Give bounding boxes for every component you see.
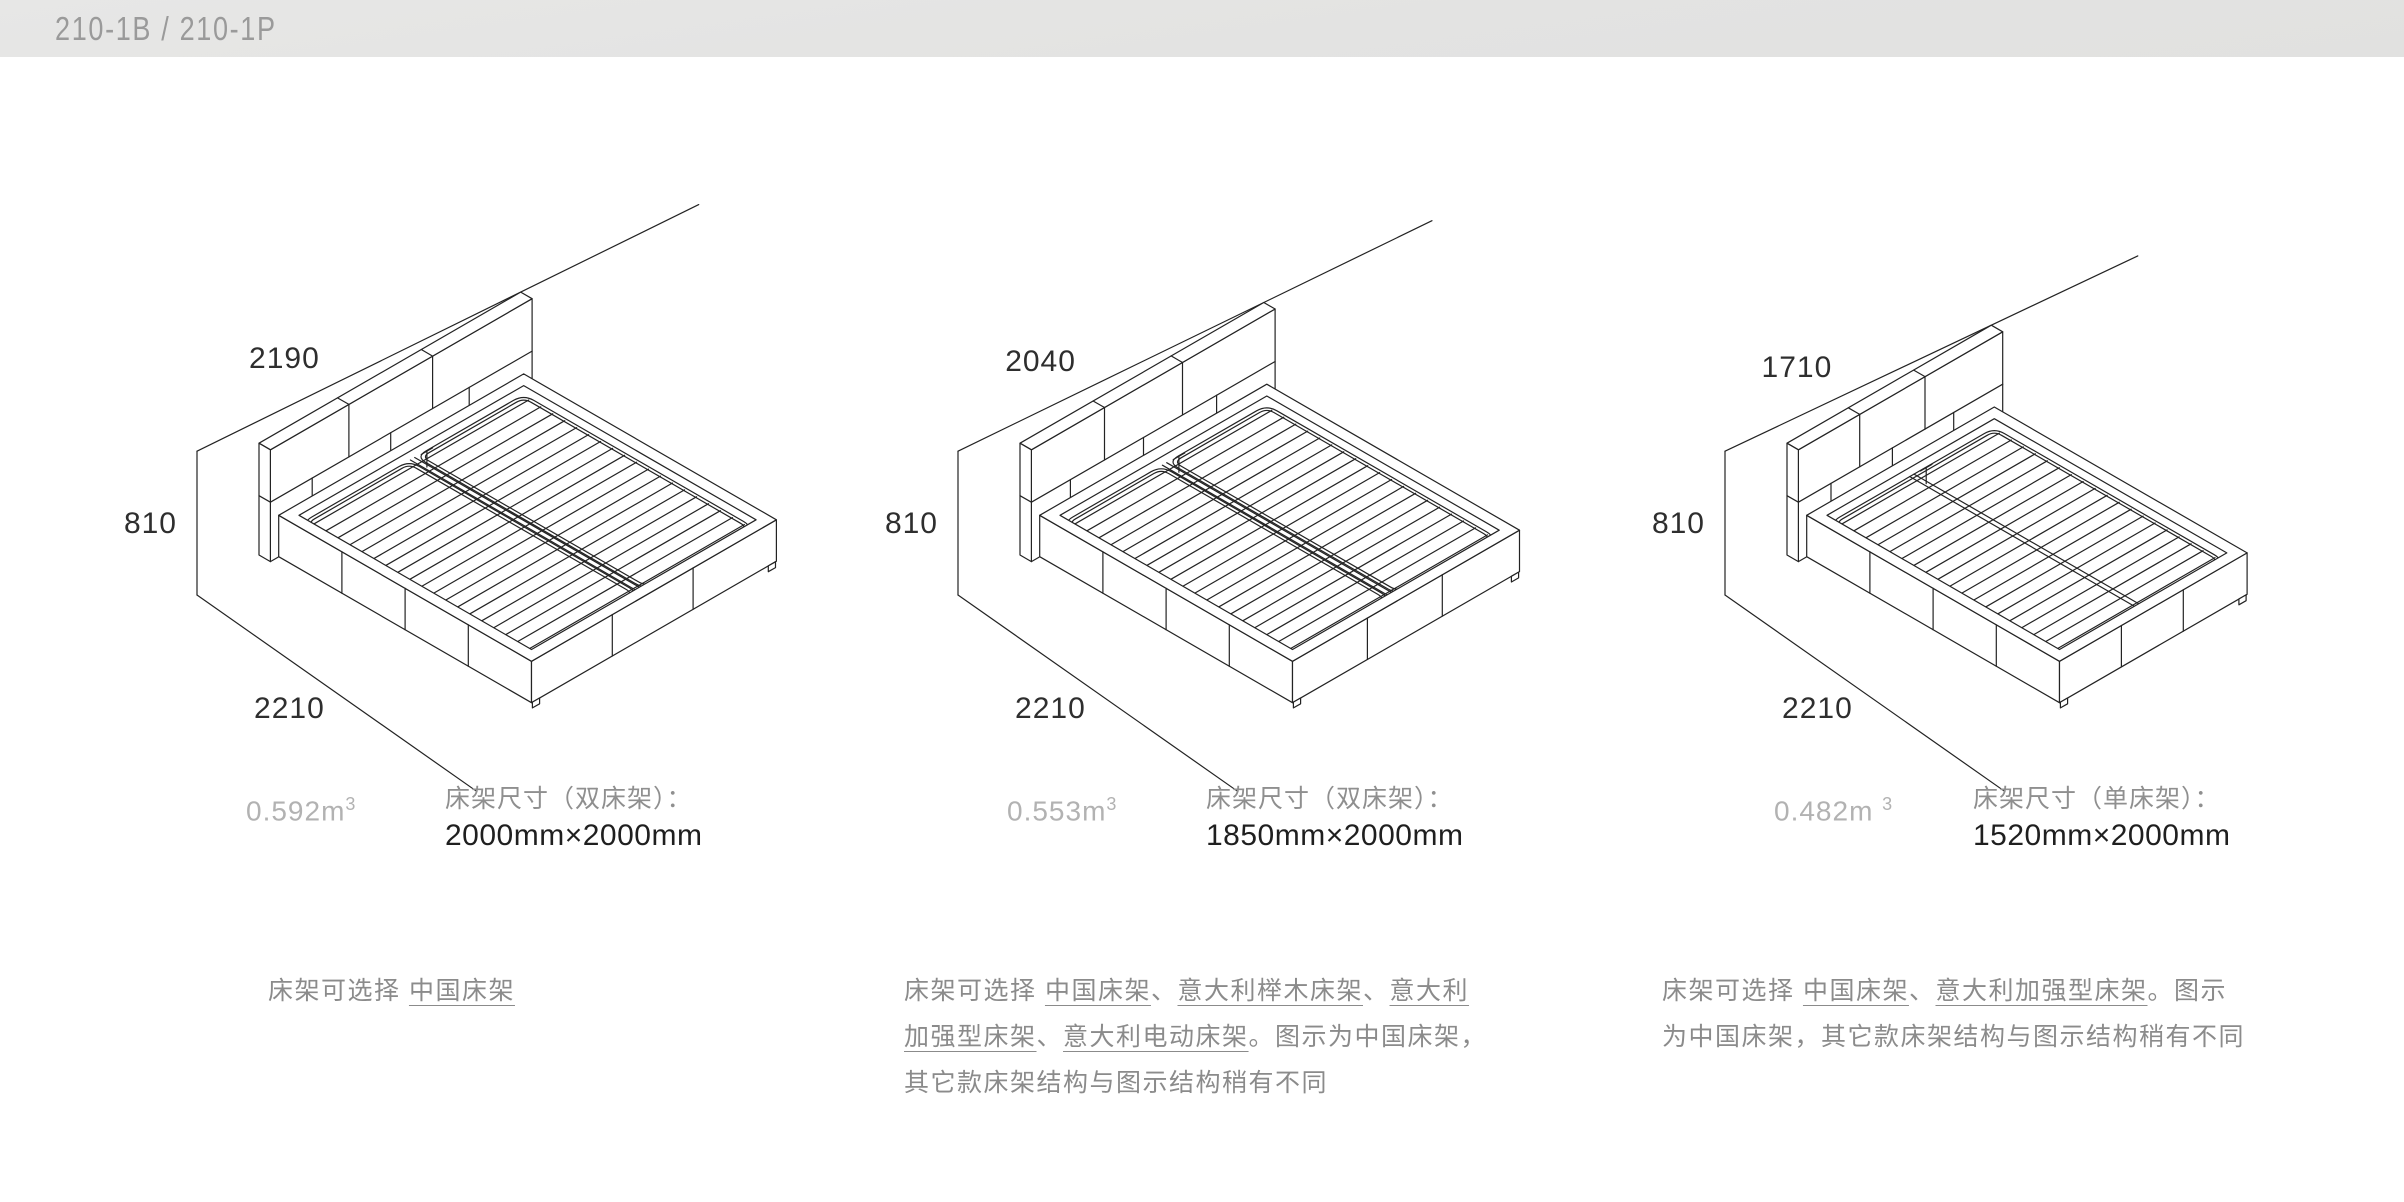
spec-size: 2000mm×2000mm [445,819,703,852]
dimension-lines: 2040 810 2210 [885,220,1433,793]
bed-drawing-2: 2040 810 2210 [885,220,1521,793]
bed-drawing-3: 1710 810 2210 [1652,255,2248,793]
volume-exponent: 3 [345,794,357,814]
frame-option-link: 加强型床架 [904,1023,1037,1051]
note-text: 。图示为中国床架， [1248,1023,1488,1051]
spec-title: 床架尺寸（单床架）： [1973,785,2221,813]
volume-exponent: 3 [1106,794,1118,814]
dim-label-length: 2210 [254,692,325,725]
page-title: 210-1B / 210-1P [55,9,277,47]
dim-label-height: 810 [124,507,177,540]
frame-option-link: 意大利榉木床架 [1177,977,1363,1005]
frame-option-link: 中国床架 [408,977,515,1005]
spec-title: 床架尺寸（双床架）： [445,785,693,813]
frame-option-note: 床架可选择 中国床架、意大利榉木床架、意大利加强型床架、意大利电动床架。图示为中… [904,968,1487,1106]
header-bar: 210-1B / 210-1P [0,0,2404,57]
frame-option-note: 床架可选择 中国床架 [268,968,515,1014]
platform [1806,406,2248,709]
volume-exponent: 3 [1882,794,1894,814]
note-text: 床架可选择 [268,977,409,1005]
note-text: 床架可选择 [904,977,1045,1005]
frame-option-link: 中国床架 [1802,977,1909,1005]
spec-size: 1850mm×2000mm [1206,819,1464,852]
volume-label: 0.482m 3 [1774,794,1893,827]
dim-label-height: 810 [885,507,938,540]
note-text: 、 [1363,977,1390,1005]
frame-size-spec: 床架尺寸（单床架）： 1520mm×2000mm [1973,779,2230,853]
frame-size-spec: 床架尺寸（双床架）： 1850mm×2000mm [1206,779,1463,853]
frame-option-link: 意大利 [1389,977,1470,1005]
spec-size: 1520mm×2000mm [1973,819,2231,852]
volume-value: 0.482m [1774,795,1883,827]
frame-option-link: 意大利加强型床架 [1935,977,2148,1005]
bed-column-1: 2190 810 2210 0.592m3 床架尺寸（双床架）： 2000mm×20… [124,0,914,1202]
platform [278,373,778,709]
platform [1039,383,1521,709]
frame-option-link: 意大利电动床架 [1063,1023,1249,1051]
note-text: 其它款床架结构与图示结构稍有不同 [904,1069,1329,1097]
note-text: 、 [1036,1023,1064,1051]
note-text: 、 [1908,977,1936,1005]
bed-column-2: 2040 810 2210 0.553m3 床架尺寸（双床架）： 1850mm×20… [885,0,1675,1202]
volume-label: 0.553m3 [1007,794,1117,827]
dim-label-height: 810 [1652,507,1705,540]
note-text: 为中国床架，其它款床架结构与图示结构稍有不同 [1662,1023,2246,1051]
dim-label-width: 2040 [1005,345,1076,378]
note-text: 、 [1150,977,1178,1005]
dim-label-length: 2210 [1782,692,1853,725]
bed-column-3: 1710 810 2210 0.482m 3 床架尺寸（单床架）： 1520mm×2… [1652,0,2404,1202]
frame-option-link: 中国床架 [1044,977,1151,1005]
frame-size-spec: 床架尺寸（双床架）： 2000mm×2000mm [445,779,702,853]
dim-label-length: 2210 [1015,692,1086,725]
volume-label: 0.592m3 [246,794,356,827]
dimension-lines: 1710 810 2210 [1652,255,2139,793]
bed-drawing-1: 2190 810 2210 [124,203,778,793]
dim-label-width: 1710 [1762,351,1833,384]
volume-value: 0.592m [246,795,346,827]
note-text: 。图示 [2147,977,2228,1005]
dim-label-width: 2190 [249,342,320,375]
dimension-lines: 2190 810 2210 [124,203,700,793]
spec-title: 床架尺寸（双床架）： [1206,785,1454,813]
frame-option-note: 床架可选择 中国床架、意大利加强型床架。图示为中国床架，其它款床架结构与图示结构… [1662,968,2245,1060]
volume-value: 0.553m [1007,795,1107,827]
note-text: 床架可选择 [1662,977,1803,1005]
